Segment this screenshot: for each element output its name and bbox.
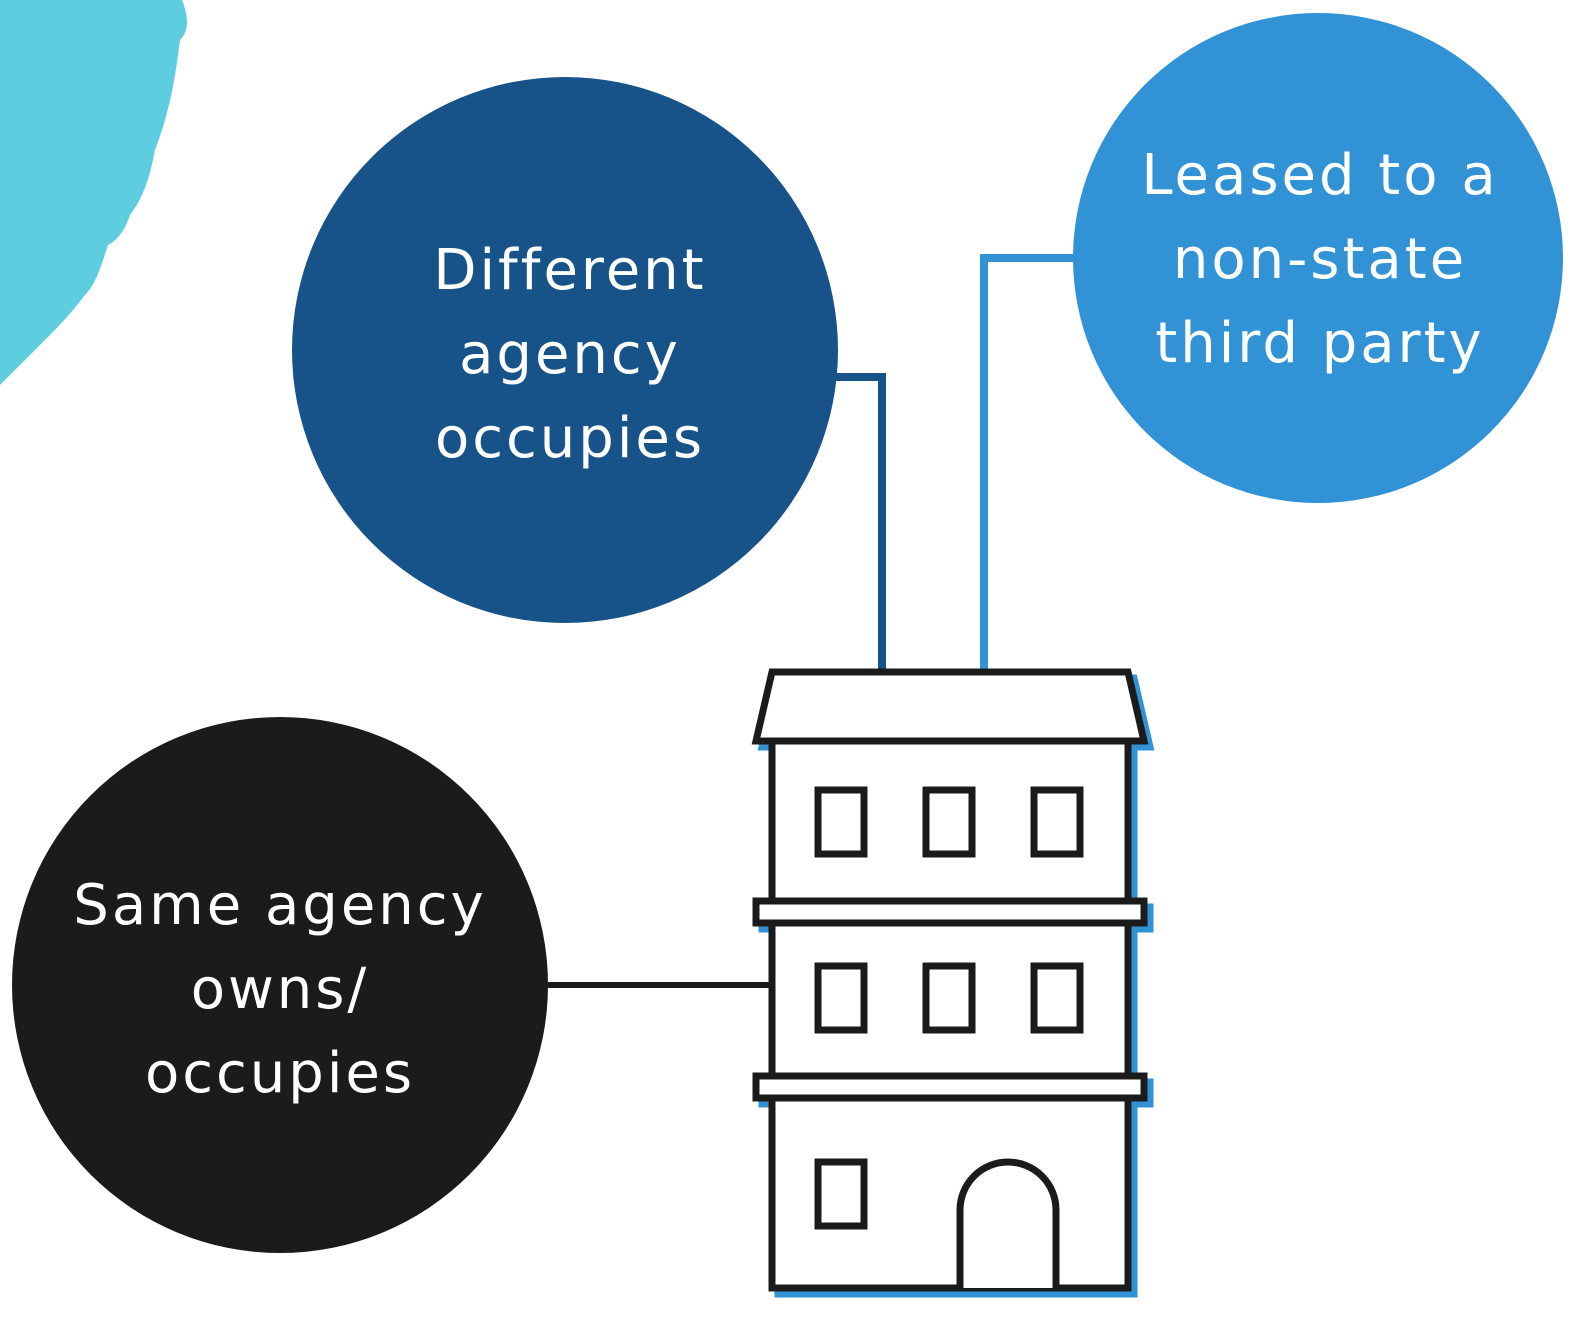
- connector-leased-third-party: [980, 254, 1078, 672]
- node-circle-same-agency: [12, 717, 548, 1253]
- node-circle-different-agency: [292, 77, 838, 623]
- node-label-same-agency: Same agency owns/ occupies: [30, 860, 530, 1120]
- label-line: owns/: [190, 957, 370, 1022]
- label-line: occupies: [144, 1041, 416, 1106]
- label-line: non-state: [1172, 227, 1468, 292]
- node-label-different-agency: Different agency occupies: [320, 225, 820, 485]
- label-line: occupies: [434, 406, 706, 471]
- teal-blob-shape: [0, 0, 187, 385]
- label-line: agency: [459, 322, 681, 387]
- label-line: Different: [433, 238, 707, 303]
- label-line: Leased to a: [1141, 143, 1499, 208]
- node-circle-leased-third-party: [1073, 13, 1563, 503]
- connector-different-agency: [836, 373, 886, 672]
- building-icon: [751, 668, 1155, 1298]
- node-label-leased-third-party: Leased to a non-state third party: [1070, 130, 1570, 390]
- label-line: Same agency: [73, 873, 487, 938]
- label-line: third party: [1155, 311, 1485, 376]
